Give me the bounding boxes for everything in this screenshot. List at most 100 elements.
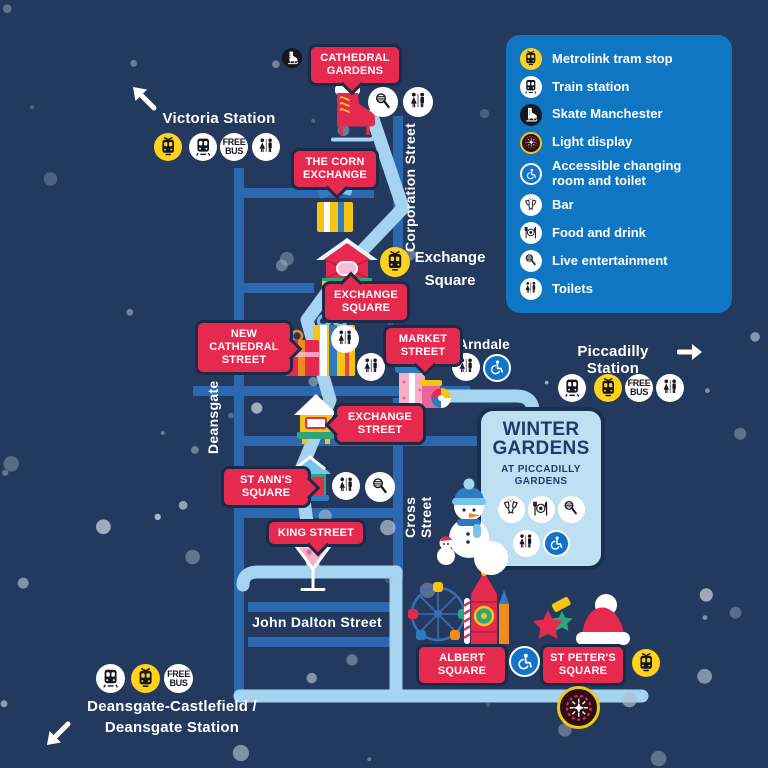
north-west-arrow-icon [133, 87, 157, 111]
label-text: CATHEDRAL GARDENS [320, 52, 390, 77]
legend-label: Metrolink tram stop [552, 50, 673, 66]
label-text: NEW CATHEDRAL STREET [209, 328, 279, 366]
free-bus-text: BUS [169, 677, 188, 688]
winter-gardens-amenities-row2 [481, 529, 601, 557]
street-label-john-dalton: John Dalton Street [252, 614, 382, 630]
light-display-icon [557, 686, 600, 729]
legend-item-bar: Bar [520, 194, 718, 217]
street-label-corporation: Corporation Street [402, 122, 418, 252]
toilets-icon [252, 133, 280, 161]
toilets-icon [332, 472, 360, 500]
toilets-icon [357, 353, 385, 381]
toilets-icon [403, 87, 433, 117]
albert-square-illustration [408, 570, 509, 644]
legend-label: Bar [552, 197, 574, 213]
legend-item-train: Train station [520, 75, 718, 98]
label-text: MARKET STREET [398, 333, 448, 358]
market-label-king-street: KING STREET [266, 519, 366, 557]
legend-label: Skate Manchester [552, 106, 663, 122]
winter-gardens-amenities-row1 [481, 495, 601, 523]
free-bus-text: FREE [222, 137, 246, 147]
legend-panel: Metrolink tram stop Train station Skate … [506, 35, 732, 313]
bar-icon [520, 194, 542, 217]
legend-label: Light display [552, 134, 633, 150]
deansgate-castlefield-label-line1: Deansgate-Castlefield / [87, 698, 257, 715]
free-bus-text: BUS [224, 146, 244, 156]
accessible-icon [520, 162, 542, 185]
gift-illustration [317, 185, 353, 232]
toilets-icon [512, 529, 540, 557]
legend-item-entertainment: Live entertainment [520, 250, 718, 273]
legend-item-food: Food and drink [520, 222, 718, 245]
label-text: EXCHANGE SQUARE [334, 289, 398, 314]
stop-label-line: Square [424, 272, 476, 289]
food-and-drink-icon [520, 222, 542, 245]
south-west-arrow-icon [47, 721, 71, 745]
train-icon [558, 374, 586, 402]
legend-label: Accessible changing room and toilet [552, 158, 682, 188]
live-entertainment-icon [520, 250, 542, 273]
santa-hat-star-illustration [532, 594, 630, 645]
market-label-albert-square: ALBERT SQUARE [416, 644, 508, 686]
toilets-icon [656, 374, 684, 402]
market-label-exchange-square: EXCHANGE SQUARE [322, 271, 410, 323]
tram-icon [594, 374, 622, 402]
label-text: EXCHANGE STREET [348, 411, 412, 436]
legend-item-skate: Skate Manchester [520, 103, 718, 126]
winter-gardens-subtitle: AT PICCADILLY GARDENS [501, 463, 581, 488]
skate-manchester-icon [282, 48, 302, 68]
free-bus-text: FREE [627, 378, 651, 388]
snow-dots [0, 4, 760, 767]
train-icon [520, 75, 542, 98]
train-icon [189, 133, 217, 161]
victoria-station-label: Victoria Station [162, 110, 276, 127]
label-text: KING STREET [277, 526, 355, 539]
legend-item-accessible: Accessible changing room and toilet [520, 159, 718, 188]
accessible-icon [542, 529, 570, 557]
market-label-corn-exchange: THE CORN EXCHANGE [291, 148, 379, 200]
label-text: ST PETER'S SQUARE [550, 652, 616, 677]
legend-label: Toilets [552, 280, 593, 296]
legend-item-light-display: Light display [520, 131, 718, 154]
piccadilly-station-label: Piccadilly Station [577, 343, 649, 377]
label-text: ST ANN'S SQUARE [239, 474, 293, 499]
bar-icon [497, 495, 525, 523]
toilets-icon [331, 325, 359, 353]
legend-item-tram: Metrolink tram stop [520, 48, 718, 70]
tram-icon [131, 664, 160, 693]
train-icon [96, 664, 125, 693]
skate-manchester-icon [520, 103, 542, 126]
legend-label: Live entertainment [552, 252, 668, 268]
legend-item-toilets: Toilets [520, 277, 718, 300]
accessible-icon [509, 646, 540, 677]
tram-icon [380, 247, 410, 277]
market-label-exchange-street: EXCHANGE STREET [324, 403, 426, 445]
market-hut-illustration [294, 394, 338, 444]
market-label-st-anns-square: ST ANN'S SQUARE [221, 466, 321, 508]
toilets-icon [520, 277, 542, 300]
exchange-square-stop-label: Exchange Square [407, 246, 493, 292]
arndale-label: Arndale [458, 337, 510, 352]
tram-icon [632, 649, 660, 677]
snowman-illustration [437, 478, 508, 575]
street-label-cross: Cross Street [402, 496, 434, 538]
tram-icon [154, 133, 182, 161]
label-text: ALBERT SQUARE [437, 652, 487, 677]
live-entertainment-icon [557, 495, 585, 523]
title-line: WINTER [502, 419, 580, 440]
market-label-st-peters-square: ST PETER'S SQUARE [540, 644, 626, 686]
market-label-market-street: MARKET STREET [383, 325, 463, 377]
street-label-deansgate: Deansgate [205, 380, 221, 454]
winter-gardens-title: WINTER GARDENS [481, 420, 601, 459]
deansgate-castlefield-label-line2: Deansgate Station [104, 719, 240, 736]
free-bus-text: FREE [167, 668, 190, 679]
live-entertainment-icon [365, 472, 395, 502]
market-label-cathedral-gardens: CATHEDRAL GARDENS [308, 44, 402, 96]
label-text: THE CORN EXCHANGE [303, 156, 367, 181]
legend-label: Train station [552, 78, 630, 94]
title-line: GARDENS [492, 438, 590, 460]
